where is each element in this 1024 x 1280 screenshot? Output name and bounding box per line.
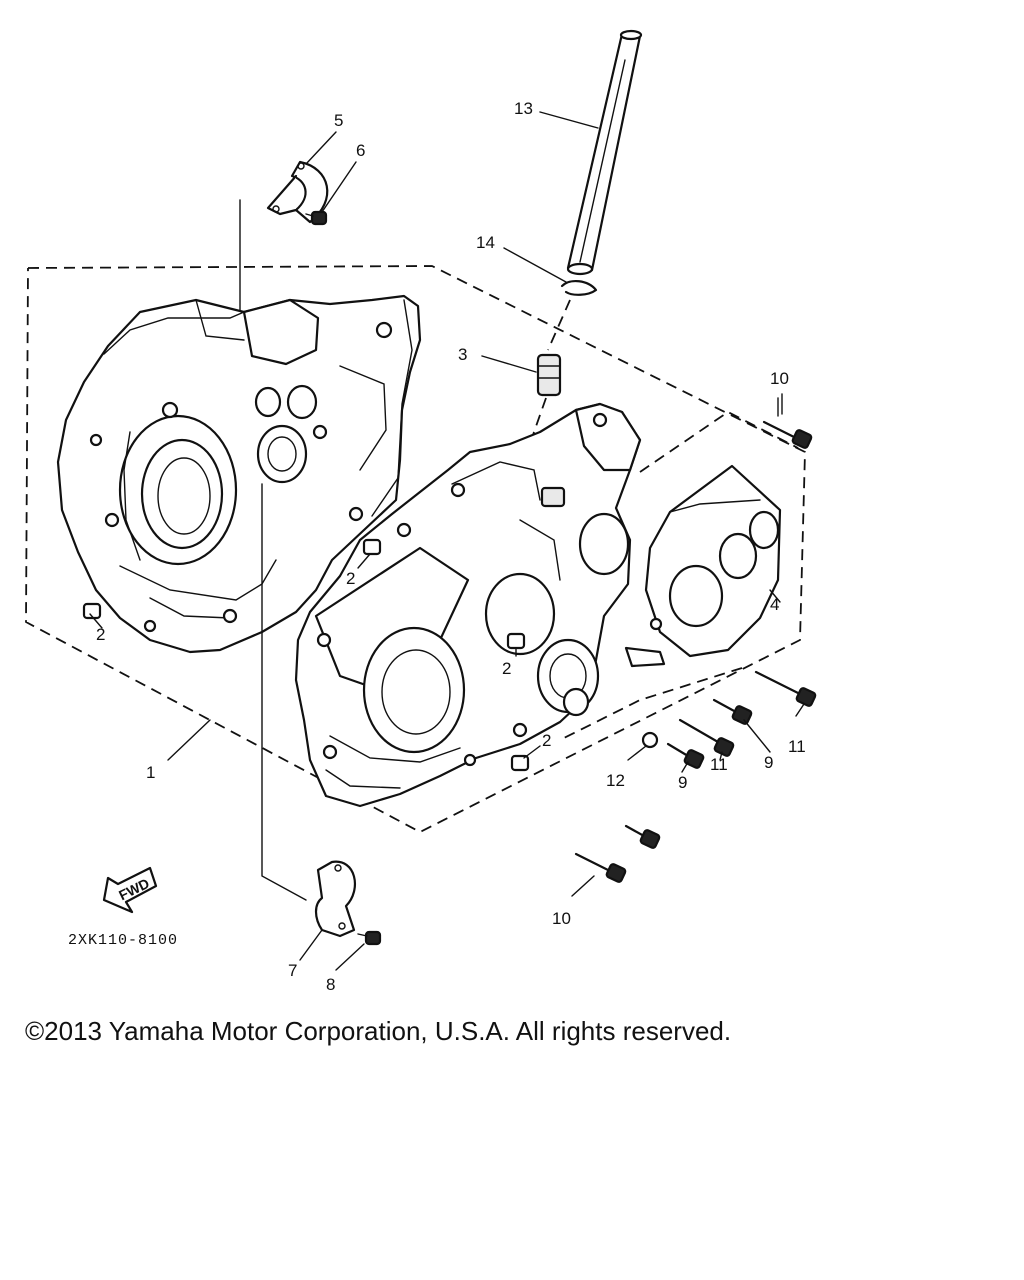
callout-12: 12 — [606, 771, 625, 790]
fwd-label: FWD — [116, 875, 152, 903]
bolt-9-lower — [624, 824, 661, 849]
dowel-pin-2c — [506, 632, 526, 650]
dowel-pin-2a — [82, 602, 102, 620]
bolt-9-mid — [666, 742, 705, 769]
guide-line-7 — [261, 483, 307, 901]
callout-9-right: 9 — [764, 753, 773, 772]
callout-7: 7 — [288, 961, 297, 980]
dowel-pins-2 — [82, 538, 530, 772]
callout-9-mid: 9 — [678, 773, 687, 792]
callout-2-left: 2 — [96, 625, 105, 644]
callout-11-right: 11 — [788, 737, 806, 756]
callout-10-lower: 10 — [552, 909, 571, 928]
callout-6: 6 — [356, 141, 365, 160]
clip-14 — [560, 280, 598, 296]
bolt-10-lower — [574, 852, 627, 883]
crankcase-right-1 — [294, 402, 642, 808]
fwd-arrow-icon: FWD — [102, 866, 158, 914]
callout-4: 4 — [770, 595, 779, 614]
pipe-13 — [566, 29, 643, 276]
diagram-code: 2XK110-8100 — [68, 932, 178, 949]
leader-lines — [89, 111, 805, 971]
screw-6 — [305, 210, 328, 226]
copyright-notice: ©2013 Yamaha Motor Corporation, U.S.A. A… — [25, 1016, 732, 1046]
callout-2-mid: 2 — [346, 569, 355, 588]
callout-1: 1 — [146, 763, 155, 782]
callout-13: 13 — [514, 99, 533, 118]
cover-boundary — [639, 410, 799, 473]
assembly-boundary — [25, 265, 806, 834]
callout-2-lower: 2 — [542, 731, 551, 750]
screw-8 — [357, 930, 382, 946]
callout-3: 3 — [458, 345, 467, 364]
callout-14: 14 — [476, 233, 495, 252]
callout-10-upper: 10 — [770, 369, 789, 388]
callout-5: 5 — [334, 111, 343, 130]
callout-11-left: 11 — [710, 755, 728, 774]
callout-numbers: 13 5 6 14 3 10 2 2 4 2 2 1 12 9 9 11 11 … — [96, 99, 806, 994]
bolt-10-upper — [762, 420, 813, 449]
dowel-pin-2d — [510, 754, 530, 772]
cover-4 — [624, 464, 782, 668]
plate-7 — [314, 860, 356, 938]
callout-2-right: 2 — [502, 659, 511, 678]
crankcase-left-1 — [56, 294, 422, 654]
bolt-guide-lines — [559, 667, 743, 741]
bolt-9-right — [712, 698, 753, 725]
washer-12 — [641, 731, 659, 749]
crankcase-exploded-diagram: FWD 2XK110-8100 13 5 6 14 3 10 2 2 4 2 2… — [25, 29, 817, 994]
bolt-11-right — [754, 670, 817, 707]
callout-8: 8 — [326, 975, 335, 994]
plate-5 — [266, 160, 329, 224]
dowel-pin-2b — [362, 538, 382, 556]
